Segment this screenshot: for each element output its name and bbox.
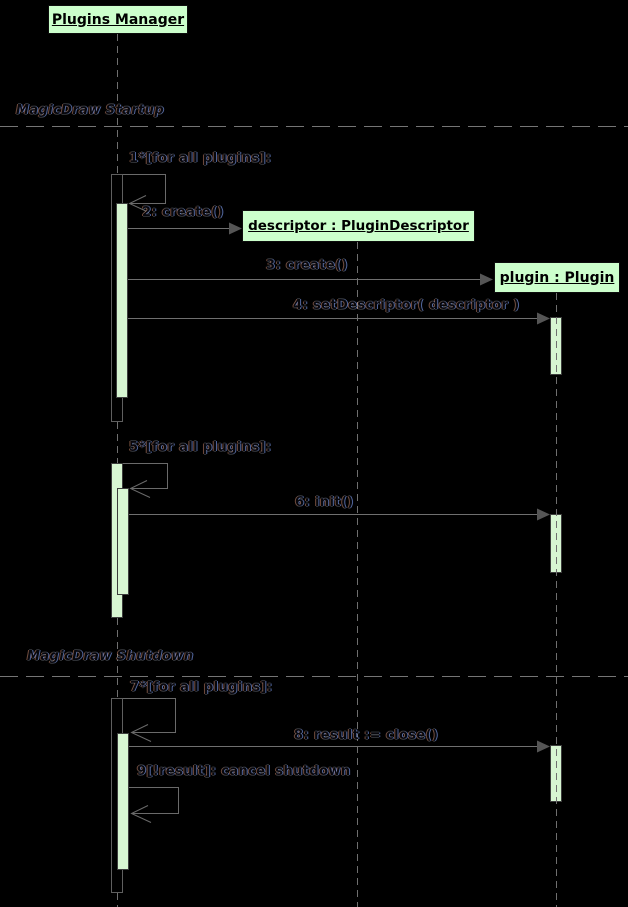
self-message-1-shape[interactable]: [123, 174, 166, 213]
message-3-arrow[interactable]: [128, 273, 493, 286]
message-label-4[interactable]: 4: setDescriptor( descriptor ): [293, 298, 520, 313]
frame-label-startup[interactable]: MagicDraw Startup: [16, 103, 165, 118]
message-label-9[interactable]: 9[!result]: cancel shutdown: [137, 764, 351, 779]
lifeline-head-plugin[interactable]: plugin : Plugin: [494, 262, 620, 293]
lifeline-head-plugins-manager[interactable]: Plugins Manager: [48, 5, 188, 34]
lifeline-head-descriptor[interactable]: descriptor : PluginDescriptor: [242, 210, 475, 242]
message-label-6[interactable]: 6: init(): [295, 495, 354, 510]
lifeline-name: plugin : Plugin: [499, 269, 615, 286]
open-arrow-icon: [130, 805, 152, 823]
self-message-9-shape[interactable]: [129, 787, 179, 823]
activation-manager-loop1[interactable]: [116, 203, 128, 398]
open-arrow-icon: [128, 195, 150, 213]
message-label-2[interactable]: 2: create(): [142, 205, 224, 220]
message-label-5[interactable]: 5*[for all plugins]:: [129, 440, 272, 455]
message-label-1[interactable]: 1*[for all plugins]:: [129, 151, 272, 166]
self-message-7-shape[interactable]: [123, 698, 176, 742]
frame-label-shutdown[interactable]: MagicDraw Shutdown: [27, 649, 194, 664]
message-label-3[interactable]: 3: create(): [266, 258, 348, 273]
arrowhead-icon: [229, 222, 242, 235]
open-arrow-icon: [129, 480, 151, 498]
activation-manager-loop2-inner[interactable]: [117, 488, 129, 595]
message-label-8[interactable]: 8: result := close(): [294, 728, 439, 743]
self-message-5-shape[interactable]: [123, 463, 168, 498]
activation-manager-loop3-inner[interactable]: [117, 733, 129, 870]
message-2-arrow[interactable]: [128, 222, 242, 235]
lifeline-name: Plugins Manager: [51, 11, 185, 28]
message-6-arrow[interactable]: [129, 508, 550, 521]
arrowhead-icon: [537, 740, 550, 753]
arrowhead-icon: [537, 312, 550, 325]
lifeline-name: descriptor : PluginDescriptor: [248, 218, 469, 234]
arrowhead-icon: [537, 508, 550, 521]
message-label-7[interactable]: 7*[for all plugins]:: [130, 680, 273, 695]
open-arrow-icon: [130, 724, 152, 742]
arrowhead-icon: [480, 273, 493, 286]
message-8-arrow[interactable]: [129, 740, 550, 753]
message-4-arrow[interactable]: [128, 312, 550, 325]
